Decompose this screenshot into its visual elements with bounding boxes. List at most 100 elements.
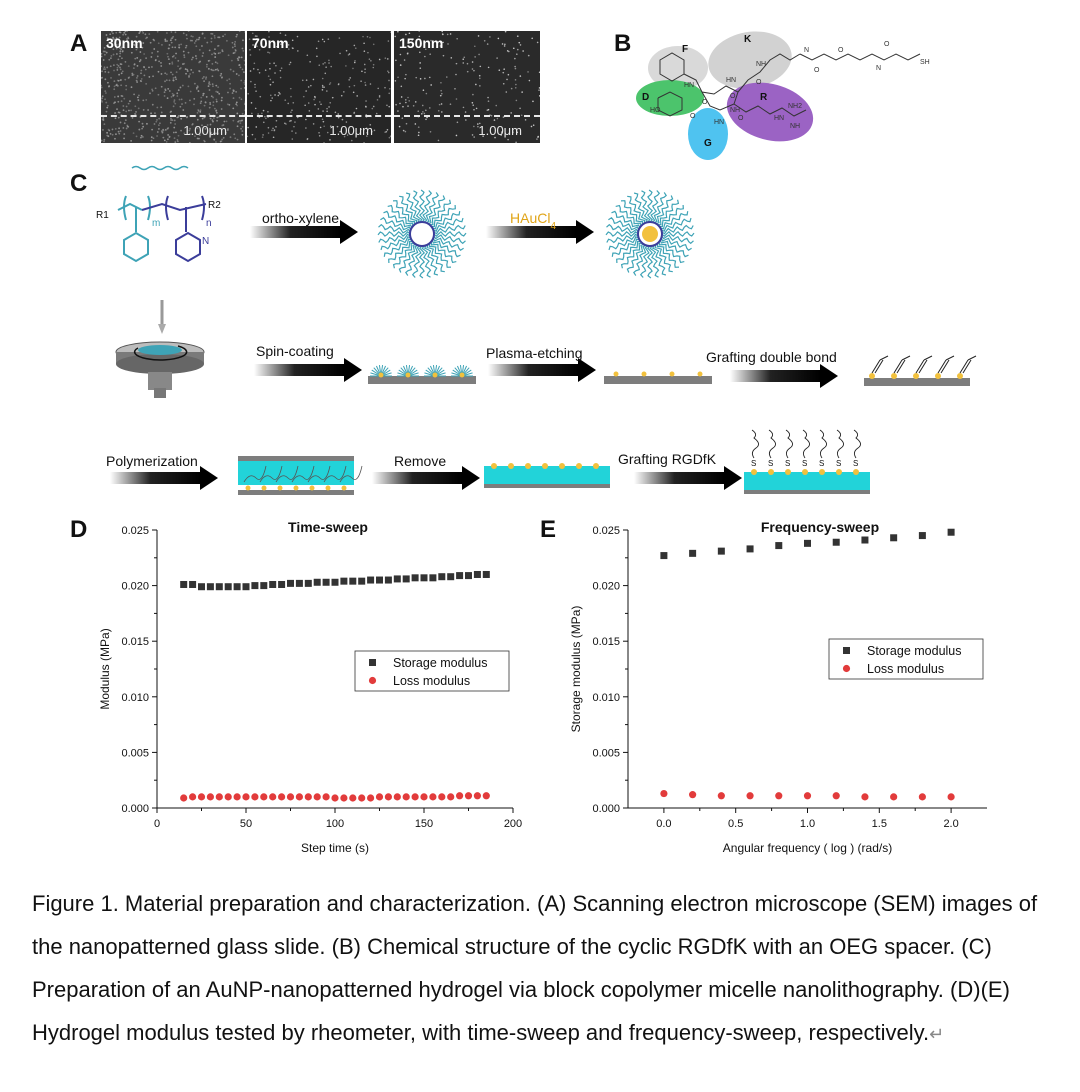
nanoparticle-dot bbox=[109, 65, 112, 68]
nanoparticle-dot bbox=[210, 68, 213, 71]
nanoparticle-dot bbox=[160, 61, 162, 64]
rgdfk-chain bbox=[751, 429, 759, 459]
nanoparticle-dot bbox=[101, 99, 103, 102]
nanoparticle-dot bbox=[189, 73, 191, 75]
nanoparticle-dot bbox=[125, 37, 128, 40]
nanoparticle-dot bbox=[135, 48, 138, 51]
nanoparticle-dot bbox=[209, 103, 212, 106]
nanoparticle-dot bbox=[318, 64, 321, 66]
nanoparticle-dot bbox=[297, 50, 299, 52]
nanoparticle-dot bbox=[127, 102, 130, 105]
nanoparticle-dot bbox=[440, 81, 442, 84]
nanoparticle-dot bbox=[226, 79, 229, 82]
nanoparticle-dot bbox=[138, 32, 141, 35]
nanoparticle-dot bbox=[430, 84, 432, 86]
nanoparticle-dot bbox=[104, 78, 107, 81]
nanoparticle-dot bbox=[213, 107, 216, 110]
nanoparticle-dot bbox=[156, 131, 159, 133]
data-point-storage bbox=[180, 580, 188, 588]
nanoparticle-dot bbox=[429, 130, 432, 133]
data-point-loss bbox=[947, 793, 955, 801]
atom-label: N bbox=[804, 47, 809, 54]
nanoparticle-dot bbox=[514, 65, 516, 68]
nanoparticle-dot bbox=[148, 76, 151, 78]
nanoparticle-dot bbox=[211, 83, 214, 86]
nanoparticle-dot bbox=[519, 44, 522, 46]
y-tick-label: 0.015 bbox=[121, 636, 149, 648]
data-point-loss bbox=[340, 794, 348, 802]
corona-chain bbox=[418, 189, 426, 223]
nanoparticle-dot bbox=[356, 95, 358, 97]
nanoparticle-dot bbox=[305, 90, 307, 92]
nanoparticle-dot bbox=[267, 126, 270, 129]
nanoparticle-dot bbox=[445, 76, 448, 78]
nanoparticle-dot bbox=[215, 132, 217, 135]
nanoparticle-dot bbox=[195, 57, 198, 60]
nanoparticle-dot bbox=[166, 32, 168, 34]
nanoparticle-dot bbox=[130, 86, 133, 89]
nanoparticle-dot bbox=[154, 59, 157, 62]
nanoparticle-dot bbox=[210, 95, 213, 98]
atom-label: NH bbox=[730, 107, 740, 114]
data-point-storage bbox=[287, 579, 294, 587]
nanoparticle-dot bbox=[117, 64, 120, 67]
nanoparticle-dot bbox=[318, 131, 320, 134]
scale-bar bbox=[101, 115, 245, 121]
nanoparticle-dot bbox=[263, 121, 265, 124]
nanoparticle-dot bbox=[131, 72, 134, 75]
nanoparticle-dot bbox=[268, 46, 271, 49]
nanoparticle-dot bbox=[142, 109, 145, 111]
linker-bond bbox=[959, 359, 969, 374]
nanoparticle-dot bbox=[325, 66, 327, 68]
nanoparticle-dot bbox=[527, 54, 530, 57]
nanoparticle-dot bbox=[111, 133, 114, 136]
data-point-storage bbox=[349, 577, 357, 585]
nanoparticle-dot bbox=[387, 70, 389, 73]
nanoparticle-dot bbox=[307, 86, 310, 88]
nanoparticle-dot bbox=[280, 67, 283, 69]
nanoparticle-dot bbox=[495, 104, 498, 107]
nanoparticle-dot bbox=[117, 111, 120, 114]
nanoparticle-dot bbox=[110, 77, 112, 79]
nanoparticle-dot bbox=[284, 99, 287, 101]
nanoparticle-dot bbox=[363, 142, 365, 143]
nanoparticle-dot bbox=[109, 33, 112, 36]
nanoparticle-dot bbox=[127, 65, 130, 68]
nanoparticle-dot bbox=[152, 75, 154, 78]
nanoparticle-dot bbox=[345, 121, 348, 123]
nanoparticle-dot bbox=[184, 101, 187, 104]
nanoparticle-dot bbox=[172, 131, 175, 134]
nanoparticle-dot bbox=[388, 136, 391, 139]
corona-chain bbox=[653, 192, 667, 224]
nanoparticle-dot bbox=[279, 76, 282, 79]
nanoparticle-dot bbox=[106, 131, 109, 134]
nanoparticle-dot bbox=[156, 119, 158, 121]
nanoparticle-dot bbox=[197, 38, 200, 41]
data-point-storage bbox=[420, 574, 428, 582]
nanoparticle-dot bbox=[150, 56, 153, 58]
nanoparticle-dot bbox=[519, 107, 521, 110]
nanoparticle-dot bbox=[228, 103, 231, 106]
nanoparticle-dot bbox=[199, 60, 201, 63]
nanoparticle-dot bbox=[209, 117, 212, 120]
corona-chain bbox=[432, 211, 461, 230]
nanoparticle-dot bbox=[366, 132, 368, 134]
nanoparticle-dot bbox=[220, 108, 223, 110]
nanoparticle-dot bbox=[176, 95, 179, 97]
atom-label: O bbox=[690, 113, 696, 120]
nanoparticle-dot bbox=[364, 71, 366, 74]
y-tick-label: 0.005 bbox=[121, 747, 149, 759]
nanoparticle-dot bbox=[384, 86, 386, 89]
nanoparticle-dot bbox=[536, 138, 538, 140]
nanoparticle-dot bbox=[122, 109, 125, 112]
nanoparticle-dot bbox=[363, 50, 366, 53]
nanoparticle-dot bbox=[118, 36, 121, 39]
nanoparticle-dot bbox=[176, 92, 179, 95]
nanoparticle-dot bbox=[287, 102, 290, 105]
corona-chain bbox=[399, 195, 418, 224]
nanoparticle-dot bbox=[140, 69, 143, 72]
nanoparticle-dot bbox=[101, 55, 103, 58]
nanoparticle-dot bbox=[136, 76, 138, 79]
atom-label: O bbox=[702, 99, 708, 106]
